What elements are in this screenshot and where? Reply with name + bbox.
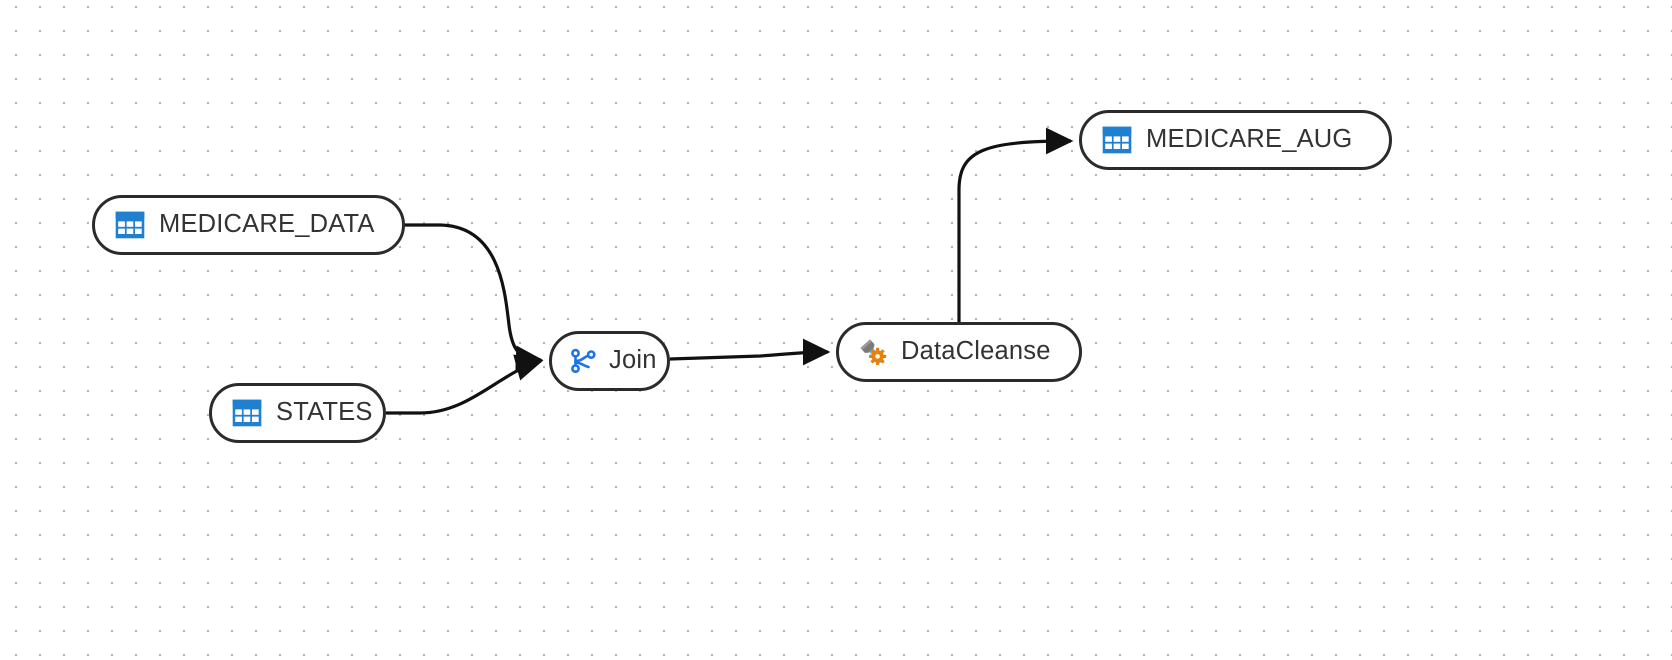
edge-join-to-datacleanse xyxy=(669,338,831,366)
hammer-gear-icon xyxy=(857,337,889,367)
edge-states-to-join xyxy=(386,354,544,415)
table-icon xyxy=(232,399,262,427)
node-datacleanse[interactable]: DataCleanse xyxy=(836,322,1082,382)
node-join[interactable]: Join xyxy=(549,331,670,391)
node-label: MEDICARE_AUG xyxy=(1146,125,1353,154)
edge-datacleanse-to-medicare-aug xyxy=(957,127,1074,322)
join-icon xyxy=(568,346,598,376)
node-label: DataCleanse xyxy=(901,337,1051,366)
node-label: Join xyxy=(609,346,657,375)
table-icon xyxy=(1102,126,1132,154)
node-medicare-data[interactable]: MEDICARE_DATA xyxy=(92,195,405,255)
node-states[interactable]: STATES xyxy=(209,383,386,443)
node-label: STATES xyxy=(276,398,373,427)
table-icon xyxy=(115,211,145,239)
edge-medicare-data-to-join xyxy=(405,223,544,373)
node-label: MEDICARE_DATA xyxy=(159,210,375,239)
node-medicare-aug[interactable]: MEDICARE_AUG xyxy=(1079,110,1392,170)
